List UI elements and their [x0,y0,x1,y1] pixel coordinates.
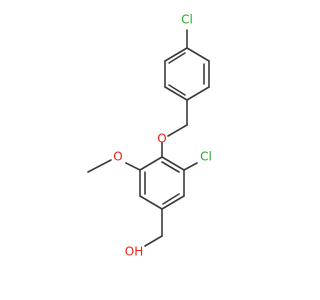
bond [125,162,141,171]
atom-label-chlorine: Cl [181,13,193,27]
bond [167,124,188,137]
atom-label-oxygen: O [113,150,122,164]
bond [183,162,198,171]
bond [139,156,163,171]
bond [139,195,163,210]
bond [144,235,163,247]
bond [186,86,210,101]
bond [161,195,185,210]
atom-label-chlorine: Cl [200,150,212,164]
molecule-canvas: Cl O Cl O OH [87,12,212,259]
bond [162,193,180,205]
chlorophenyl-ring [164,29,210,101]
bond [168,52,186,64]
bond [168,84,186,96]
bond [164,47,188,62]
atom-label-hydroxyl: OH [125,245,143,259]
benzyl-alcohol-ring [139,156,185,210]
atom-label-oxygen: O [157,132,166,146]
bond [161,156,185,171]
bond [186,47,210,62]
bond [164,86,188,101]
bond [161,161,180,173]
bond [87,159,112,173]
molecule-structure: Cl O Cl O OH [87,13,212,259]
